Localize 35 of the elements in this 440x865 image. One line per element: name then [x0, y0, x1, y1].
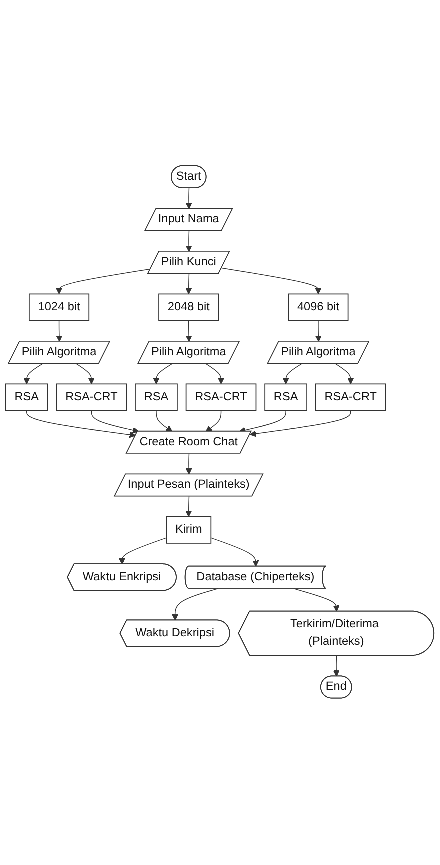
arrow: [186, 496, 192, 518]
node-box: Kirim: [166, 516, 212, 544]
arrow: [282, 364, 302, 385]
arrow: [186, 274, 192, 295]
node-box: RSA: [135, 384, 178, 412]
arrow: [186, 188, 192, 210]
arrow: [206, 364, 225, 385]
node-box: 1024 bit: [29, 294, 90, 322]
arrow: [335, 364, 354, 385]
arrow: [26, 410, 136, 439]
arrow: [221, 268, 322, 295]
node-box: 4096 bit: [288, 294, 349, 322]
arrow: [91, 410, 140, 434]
node-box: RSA-CRT: [315, 384, 386, 412]
arrow: [118, 538, 167, 566]
arrow: [24, 364, 44, 385]
arrow: [186, 320, 192, 342]
arrow: [210, 538, 260, 568]
node-box: 2048 bit: [158, 294, 220, 322]
arrow: [76, 364, 95, 385]
arrow: [56, 320, 63, 342]
node-box: RSA-CRT: [186, 384, 257, 412]
arrow: [315, 320, 322, 342]
arrow: [250, 410, 352, 438]
node-box: RSA-CRT: [56, 384, 128, 412]
arrow: [186, 454, 192, 476]
arrow: [186, 231, 192, 252]
arrow: [294, 588, 340, 612]
arrow: [56, 269, 152, 295]
arrow: [156, 410, 173, 432]
node-box: RSA: [264, 384, 308, 412]
arrow: [333, 656, 340, 678]
node-box: RSA: [5, 384, 48, 412]
arrow: [153, 364, 173, 385]
arrow: [206, 410, 222, 432]
